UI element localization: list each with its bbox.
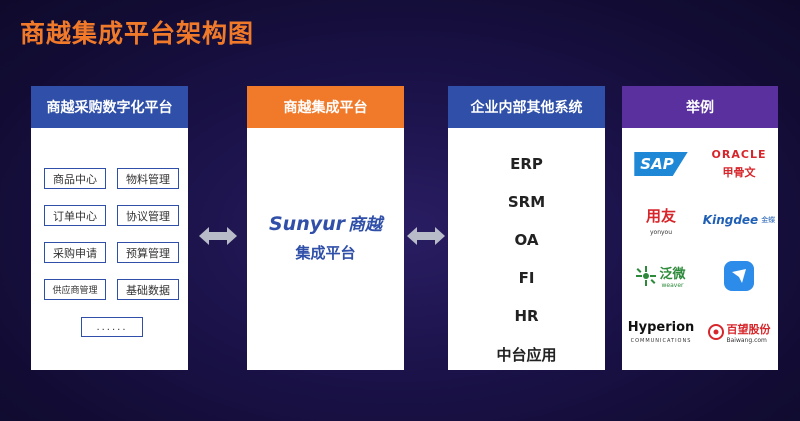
- yonyou-logo-en: yonyou: [649, 228, 673, 236]
- module-box: 商品中心: [44, 168, 106, 189]
- integration-platform-panel: 商越集成平台 Sunyur 商越 集成平台: [247, 86, 404, 370]
- module-box: 协议管理: [117, 205, 179, 226]
- integration-platform-header: 商越集成平台: [247, 86, 404, 128]
- sap-logo: SAP: [622, 146, 700, 182]
- weaver-logo-cn: 泛微: [659, 267, 686, 282]
- module-grid: 商品中心 物料管理 订单中心 协议管理 采购申请 预算管理 供应商管理 基础数据: [31, 128, 188, 300]
- yonyou-logo: 用友 yonyou: [622, 202, 700, 238]
- system-item: HR: [514, 307, 539, 325]
- brand-name-en: Sunyur: [268, 213, 346, 235]
- double-arrow-icon: [407, 227, 445, 245]
- procurement-platform-panel: 商越采购数字化平台 商品中心 物料管理 订单中心 协议管理 采购申请 预算管理 …: [31, 86, 188, 370]
- baiwang-logo: 百望股份 Baiwang.com: [700, 314, 778, 350]
- hyperion-logo: Hyperion COMMUNICATIONS: [622, 314, 700, 350]
- yonyou-logo-cn: 用友: [645, 206, 676, 225]
- weaver-mark-icon: [636, 266, 657, 286]
- module-box: 基础数据: [117, 279, 179, 300]
- module-box: 预算管理: [117, 242, 179, 263]
- oracle-logo: ORACLE 甲骨文: [700, 146, 778, 182]
- hyperion-logo-sub: COMMUNICATIONS: [630, 338, 692, 344]
- weaver-logo-en: weaver: [661, 282, 684, 289]
- double-arrow-icon: [199, 227, 237, 245]
- sunyur-logo: Sunyur 商越: [247, 210, 404, 235]
- sap-logo-text: SAP: [634, 152, 688, 176]
- kingdee-logo-en: Kingdee: [702, 213, 759, 227]
- module-box: 采购申请: [44, 242, 106, 263]
- examples-panel: 举例 SAP ORACLE 甲骨文 用友 yonyou Kingdee 金蝶: [622, 86, 778, 370]
- kingdee-logo: Kingdee 金蝶: [700, 202, 778, 238]
- baiwang-logo-cn: 百望股份: [726, 322, 771, 336]
- system-item: 中台应用: [496, 345, 557, 364]
- logo-grid: SAP ORACLE 甲骨文 用友 yonyou Kingdee 金蝶: [622, 128, 778, 350]
- kingdee-logo-cn: 金蝶: [761, 216, 776, 224]
- brand-subtitle: 集成平台: [295, 244, 356, 262]
- examples-header: 举例: [622, 86, 778, 128]
- hyperion-logo-en: Hyperion: [627, 320, 695, 335]
- dingtalk-logo: [700, 258, 778, 294]
- baiwang-logo-en: Baiwang.com: [726, 336, 767, 344]
- internal-systems-header: 企业内部其他系统: [448, 86, 605, 128]
- system-item: ERP: [510, 155, 543, 173]
- weaver-logo: 泛微 weaver: [622, 258, 700, 294]
- module-box: 供应商管理: [44, 279, 106, 300]
- systems-list: ERP SRM OA FI HR 中台应用: [448, 128, 605, 373]
- system-item: FI: [518, 269, 535, 287]
- procurement-platform-header: 商越采购数字化平台: [31, 86, 188, 128]
- internal-systems-panel: 企业内部其他系统 ERP SRM OA FI HR 中台应用: [448, 86, 605, 370]
- dingtalk-badge-icon: [724, 261, 754, 291]
- brand-name-cn: 商越: [348, 215, 383, 235]
- baiwang-mark-icon: [707, 324, 724, 340]
- oracle-logo-cn: 甲骨文: [722, 166, 756, 179]
- oracle-logo-en: ORACLE: [711, 148, 767, 161]
- system-item: OA: [514, 231, 539, 249]
- module-box: 物料管理: [117, 168, 179, 189]
- module-more-box: ......: [81, 317, 143, 337]
- page-title: 商越集成平台架构图: [20, 19, 255, 48]
- module-box: 订单中心: [44, 205, 106, 226]
- system-item: SRM: [507, 193, 546, 211]
